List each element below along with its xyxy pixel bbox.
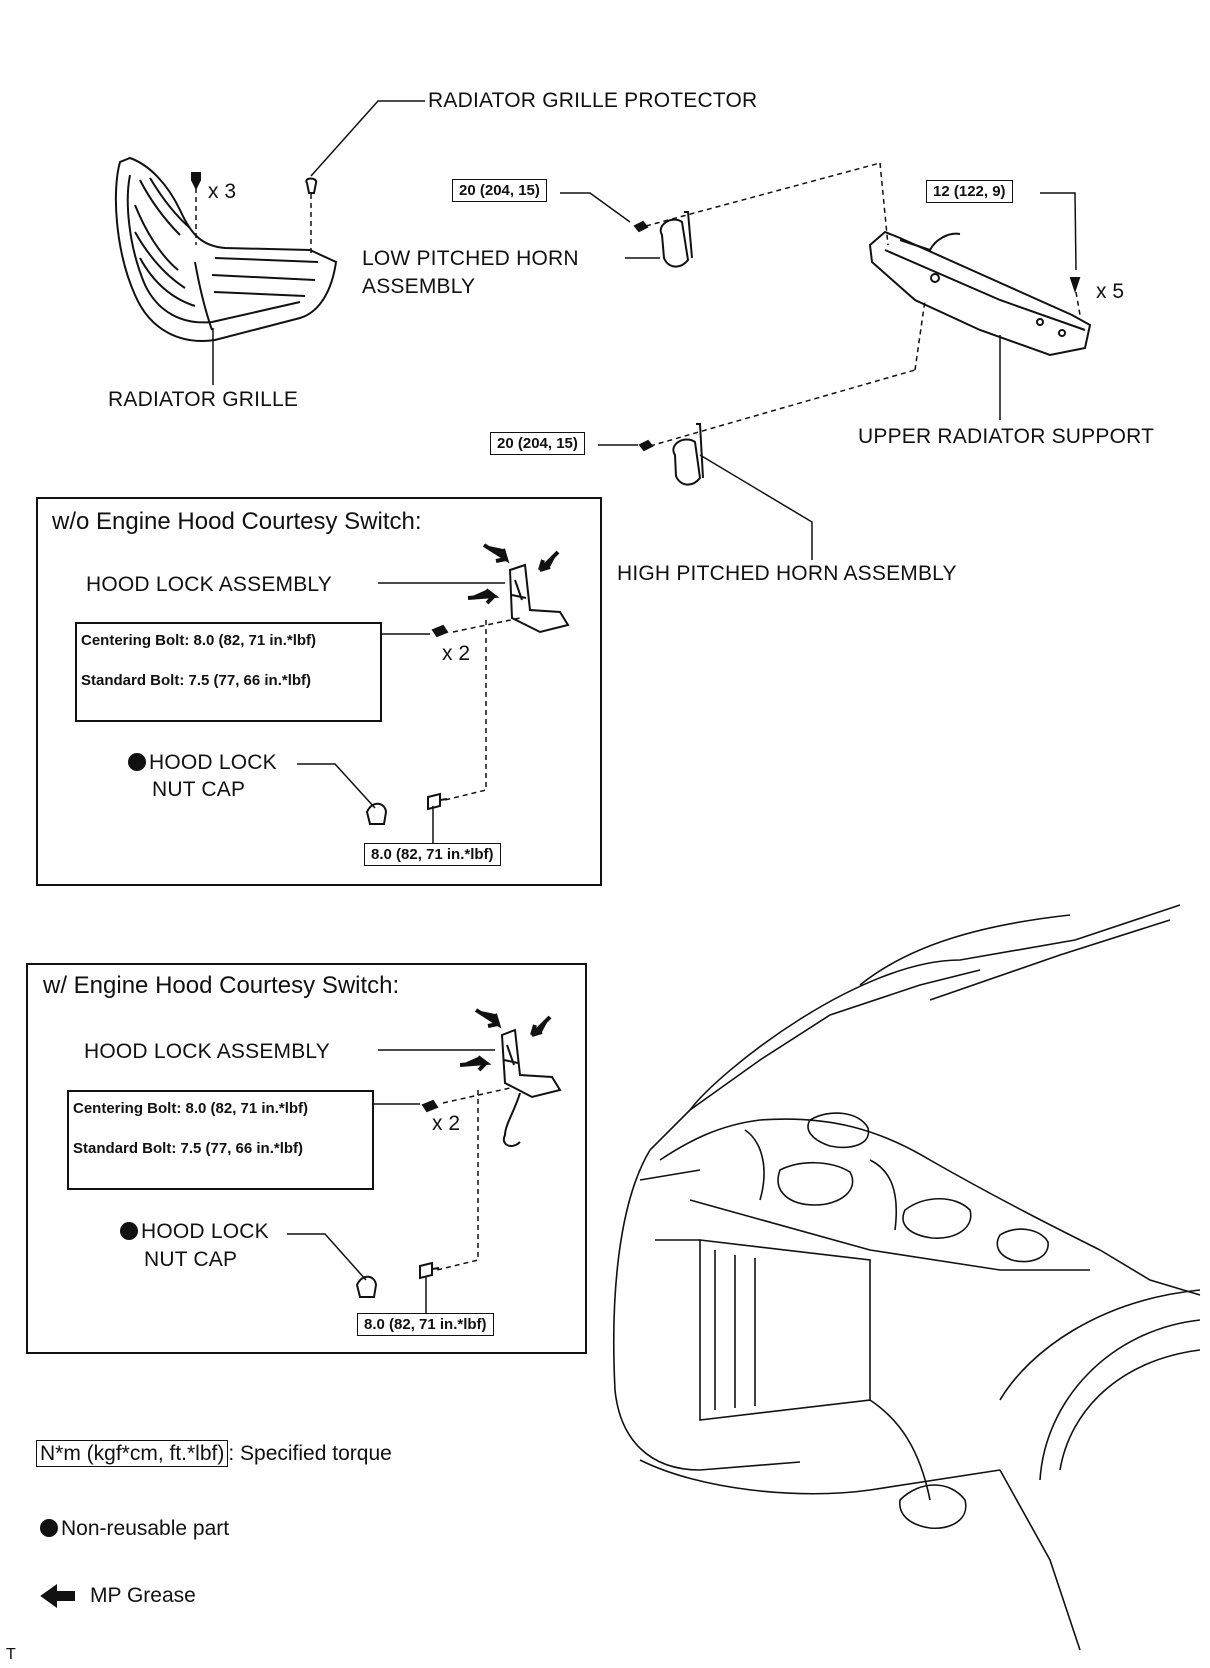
centering-bolt-spec-1: Centering Bolt: 8.0 (82, 71 in.*lbf) xyxy=(81,632,317,649)
legend-torque-desc: : Specified torque xyxy=(228,1442,392,1465)
bolt-drawing-1 xyxy=(427,792,448,811)
panel-with-courtesy-switch xyxy=(26,963,587,1354)
multiplier-x3: x 3 xyxy=(208,180,237,203)
label-hood-lock-assembly-1: HOOD LOCK ASSEMBLY xyxy=(86,573,332,596)
label-nut-cap-2: NUT CAP xyxy=(144,1248,238,1271)
multiplier-x2-panel2: x 2 xyxy=(432,1112,461,1135)
car-front-drawing xyxy=(613,904,1201,1651)
label-high-pitched-horn: HIGH PITCHED HORN ASSEMBLY xyxy=(617,562,957,585)
hood-lock-drawing-1 xyxy=(431,543,570,638)
corner-mark: T xyxy=(6,1646,16,1663)
non-reusable-dot-icon xyxy=(40,1519,58,1537)
torque-upper-support: 12 (122, 9) xyxy=(926,180,1013,203)
bolt-drawing-2 xyxy=(419,1261,440,1280)
label-nut-cap-1: NUT CAP xyxy=(152,778,246,801)
multiplier-x5: x 5 xyxy=(1096,280,1125,303)
nut-cap-text-1a: HOOD LOCK xyxy=(149,751,277,774)
standard-bolt-spec-2: Standard Bolt: 7.5 (77, 66 in.*lbf) xyxy=(73,1140,304,1157)
nut-cap-drawing-2 xyxy=(355,1275,378,1298)
label-hood-lock-nut-cap-2: HOOD LOCK xyxy=(120,1219,269,1245)
grille-clip-drawing xyxy=(191,172,318,255)
grease-arrow-icon xyxy=(40,1584,75,1608)
label-radiator-grille: RADIATOR GRILLE xyxy=(108,388,299,411)
high-horn-drawing xyxy=(638,423,704,486)
bolt-spec-box-1: Centering Bolt: 8.0 (82, 71 in.*lbf) Sta… xyxy=(75,622,382,722)
bolt-spec-box-2: Centering Bolt: 8.0 (82, 71 in.*lbf) Sta… xyxy=(67,1090,374,1190)
torque-nut-panel1: 8.0 (82, 71 in.*lbf) xyxy=(364,843,501,866)
legend-mp-grease: MP Grease xyxy=(90,1584,196,1607)
multiplier-x2-panel1: x 2 xyxy=(442,642,471,665)
legend-specified-torque: N*m (kgf*cm, ft.*lbf): Specified torque xyxy=(36,1440,392,1467)
panel-without-courtesy-switch xyxy=(36,497,602,886)
non-reusable-dot-icon xyxy=(120,1222,138,1240)
torque-high-horn: 20 (204, 15) xyxy=(490,432,585,455)
nut-cap-drawing-1 xyxy=(365,802,388,825)
non-reusable-dot-icon xyxy=(128,753,146,771)
hood-lock-drawing-2 xyxy=(421,1008,562,1147)
label-hood-lock-nut-cap-1: HOOD LOCK xyxy=(128,750,277,776)
label-low-horn-line1: LOW PITCHED HORN xyxy=(362,247,579,270)
centering-bolt-spec-2: Centering Bolt: 8.0 (82, 71 in.*lbf) xyxy=(73,1100,309,1117)
label-radiator-grille-protector: RADIATOR GRILLE PROTECTOR xyxy=(428,89,758,112)
torque-nut-panel2: 8.0 (82, 71 in.*lbf) xyxy=(357,1313,494,1336)
panel-title-without-switch: w/o Engine Hood Courtesy Switch: xyxy=(52,508,422,535)
radiator-grille-drawing xyxy=(114,156,338,342)
label-upper-radiator-support: UPPER RADIATOR SUPPORT xyxy=(858,425,1155,448)
legend-non-reusable: Non-reusable part xyxy=(40,1517,229,1541)
torque-low-horn: 20 (204, 15) xyxy=(452,179,547,202)
nut-cap-text-2a: HOOD LOCK xyxy=(141,1220,269,1243)
standard-bolt-spec-1: Standard Bolt: 7.5 (77, 66 in.*lbf) xyxy=(81,672,312,689)
upper-radiator-support-drawing xyxy=(868,230,1092,357)
label-hood-lock-assembly-2: HOOD LOCK ASSEMBLY xyxy=(84,1040,330,1063)
panel-title-with-switch: w/ Engine Hood Courtesy Switch: xyxy=(43,972,400,999)
legend-torque-unit-box: N*m (kgf*cm, ft.*lbf) xyxy=(36,1440,229,1467)
low-horn-drawing xyxy=(633,211,693,268)
legend-non-reusable-text: Non-reusable part xyxy=(61,1517,230,1540)
label-low-horn-line2: ASSEMBLY xyxy=(362,275,476,298)
